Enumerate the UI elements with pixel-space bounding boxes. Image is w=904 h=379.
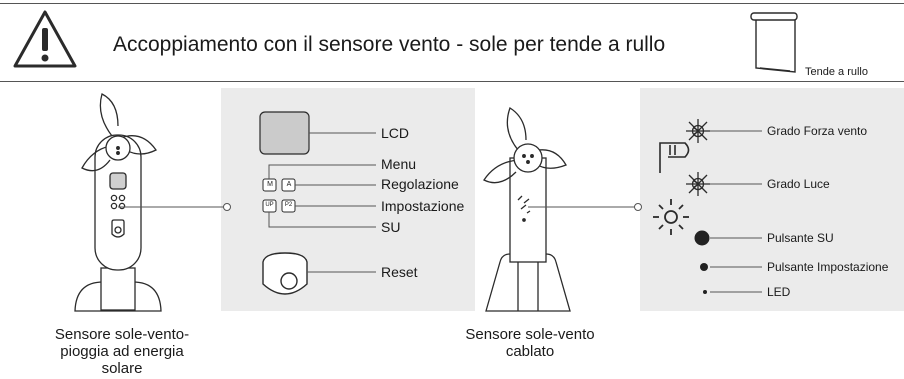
key-a: A [286, 181, 292, 188]
caption-solar-sensor: Sensore sole-vento- pioggia ad energia s… [54, 326, 190, 377]
label-light-level: Grado Luce [767, 177, 830, 191]
key-p2: P2 [284, 202, 293, 208]
wind-level-icon [659, 142, 690, 173]
label-menu: Menu [381, 156, 417, 172]
label-wind-level: Grado Forza vento [767, 124, 868, 138]
sun-level-icon [686, 119, 710, 143]
label-up-button: Pulsante SU [767, 231, 834, 245]
label-impostazione: Impostazione [381, 198, 465, 214]
roller-blind-icon [750, 12, 798, 73]
label-reset: Reset [381, 264, 418, 280]
warning-triangle-icon [13, 10, 77, 68]
label-led: LED [767, 285, 791, 299]
label-su: SU [381, 219, 401, 235]
solar-sensor-illustration [74, 93, 162, 312]
page-title: Accoppiamento con il sensore vento - sol… [113, 33, 666, 56]
wired-sensor-illustration [483, 107, 571, 312]
label-set-button: Pulsante Impostazione [767, 260, 889, 274]
key-up: UP [265, 202, 274, 208]
key-m: M [267, 181, 273, 188]
light-level-icon [686, 172, 710, 196]
blind-type-label: Tende a rullo [805, 66, 868, 78]
label-lcd: LCD [381, 125, 410, 141]
caption-wired-sensor: Sensore sole-vento cablato [465, 326, 595, 360]
label-regolazione: Regolazione [381, 176, 459, 192]
sun-icon [653, 199, 689, 235]
